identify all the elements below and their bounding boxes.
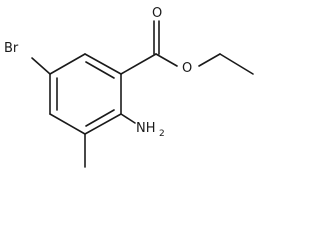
chemical-structure-diagram: Br O O NH 2 [4, 6, 254, 168]
bromine-label: Br [4, 41, 19, 56]
bond-c5-br [31, 57, 51, 75]
bond-carbonyl-ester-o [155, 53, 178, 67]
ring-double-bond-c2-c3 [85, 109, 115, 127]
bond-c2-nh2 [120, 113, 136, 124]
substituent-bonds [31, 20, 254, 168]
bond-c1-carbonyl [120, 53, 157, 75]
ring-bond-c5-c6 [49, 53, 86, 75]
amino-subscript-label: 2 [159, 129, 165, 139]
ring-bond-c6-c1 [84, 53, 122, 75]
ester-oxygen-label: O [182, 61, 192, 76]
benzene-ring [49, 53, 122, 135]
ring-bond-c2-c3 [84, 113, 122, 135]
amino-group-label: NH [136, 121, 156, 136]
ring-double-bond-c1-c6 [85, 61, 115, 79]
bond-ch2-ch3 [219, 53, 254, 75]
carbonyl-oxygen-label: O [152, 6, 162, 21]
bond-ester-o-ch2 [198, 53, 221, 67]
ring-bond-c3-c4 [49, 113, 86, 135]
